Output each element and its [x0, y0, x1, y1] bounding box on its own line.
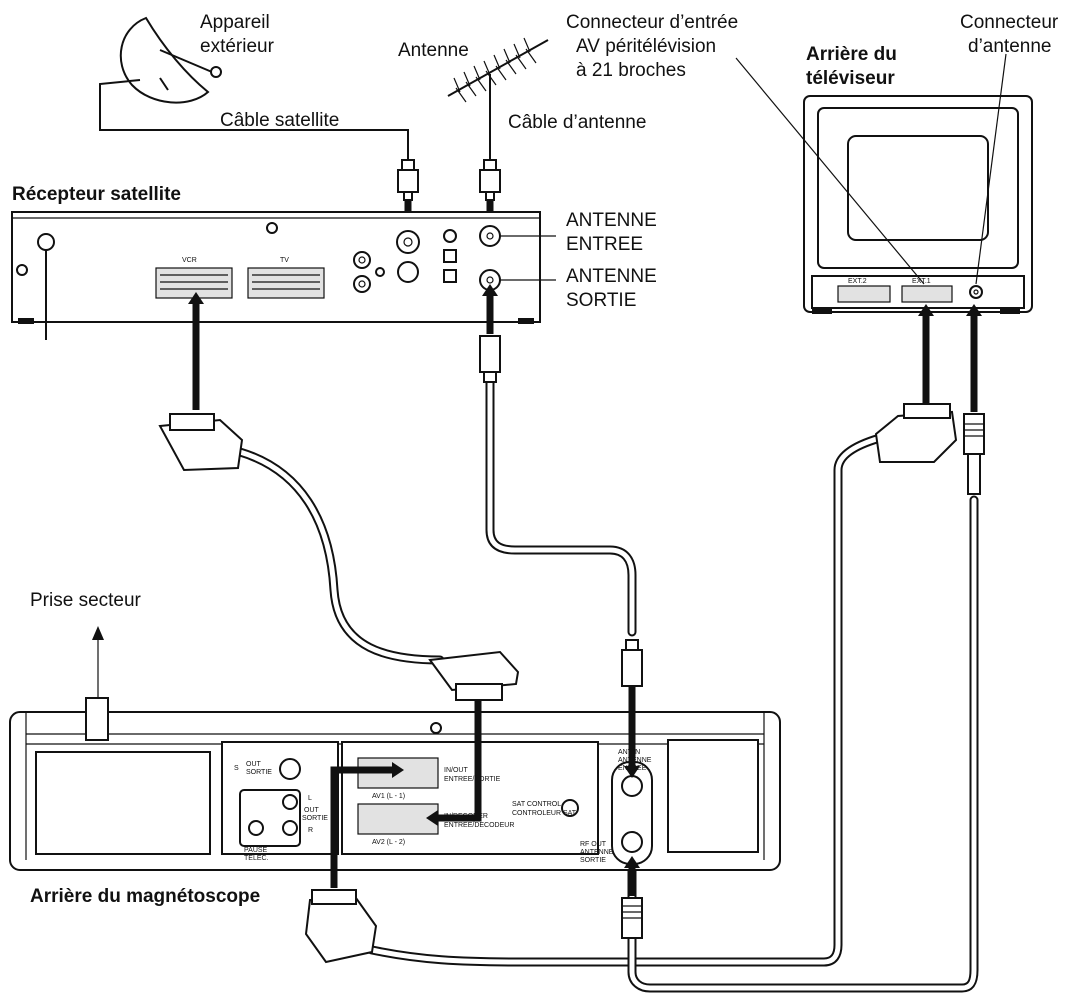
television — [735, 53, 1033, 314]
antenna-icon — [447, 37, 549, 160]
label-antenna-connector-1: Connecteur — [960, 12, 1059, 33]
label-satellite-receiver: Récepteur satellite — [12, 184, 181, 205]
vcr-s-label: S — [234, 765, 239, 772]
scart-plug-vcr-av1 — [304, 889, 378, 964]
label-antenna-connector-2: d’antenne — [968, 36, 1051, 57]
label-antenna-out-1: ANTENNE — [566, 266, 657, 287]
vcr-l-label: L — [308, 795, 312, 802]
label-av-connector-2: AV péritélévision — [576, 36, 716, 57]
tv-ext2-port-label: EXT.2 — [848, 278, 867, 285]
label-antenna-out-2: SORTIE — [566, 290, 636, 311]
coax-plug-tv — [963, 413, 985, 495]
coax-plug-vcr-in — [621, 639, 643, 687]
vcr-pause-label: PAUSE — [244, 847, 268, 854]
label-antenna-cable: Câble d’antenne — [508, 112, 646, 133]
scart-plug-vcr-av2 — [428, 650, 520, 701]
vcr-telec-label: TELEC. — [244, 855, 269, 862]
coax-plug-receiver-out — [479, 335, 501, 383]
satellite-dish-icon — [99, 16, 409, 160]
vcr-out-label: OUT — [246, 761, 262, 768]
label-vcr-rear: Arrière du magnétoscope — [30, 886, 260, 907]
scart-plug-top — [158, 413, 244, 472]
scart-plug-tv — [874, 403, 958, 463]
label-antenna-in-1: ANTENNE — [566, 210, 657, 231]
vcr-inout-label: IN/OUT — [444, 767, 468, 774]
label-outdoor-unit-2: extérieur — [200, 36, 275, 57]
coax-plug-vcr-out — [621, 897, 643, 939]
antenna-cable-plug — [479, 159, 501, 201]
vcr-rfout2-label: ANTENNE — [580, 849, 614, 856]
vcr-inout2-label: ENTREE/SORTIE — [444, 776, 501, 783]
vcr-sortie2-label: SORTIE — [302, 815, 328, 822]
label-av-connector-3: à 21 broches — [576, 60, 686, 81]
label-av-connector-1: Connecteur d’entrée — [566, 12, 738, 33]
vcr-av1-label: AV1 (L - 1) — [372, 793, 405, 800]
label-outdoor-unit-1: Appareil — [200, 12, 270, 33]
vcr-sat-label: SAT CONTROL — [512, 801, 561, 808]
vcr-rfout-label: RF OUT — [580, 841, 607, 848]
label-satellite-cable: Câble satellite — [220, 110, 339, 131]
vcr-rfout3-label: SORTIE — [580, 857, 606, 864]
receiver-vcr-port-label: VCR — [182, 257, 197, 264]
satellite-cable-plug — [397, 159, 419, 201]
label-tv-rear-2: téléviseur — [806, 68, 895, 89]
label-antenna: Antenne — [398, 40, 469, 61]
label-mains-outlet: Prise secteur — [30, 590, 142, 611]
satellite-receiver — [11, 211, 556, 340]
label-tv-rear-1: Arrière du — [806, 44, 897, 65]
receiver-tv-port-label: TV — [280, 257, 289, 264]
vcr-sortie-label: SORTIE — [246, 769, 272, 776]
vcr-out2-label: OUT — [304, 807, 320, 814]
label-antenna-in-2: ENTREE — [566, 234, 643, 255]
vcr-sat2-label: CONTROLEUR SAT — [512, 810, 577, 817]
vcr — [9, 697, 781, 871]
vcr-av2-label: AV2 (L - 2) — [372, 839, 405, 846]
vcr-decoder2-label: ENTREE/DECODEUR — [444, 822, 514, 829]
vcr-r-label: R — [308, 827, 313, 834]
tv-ext1-port-label: EXT.1 — [912, 278, 931, 285]
